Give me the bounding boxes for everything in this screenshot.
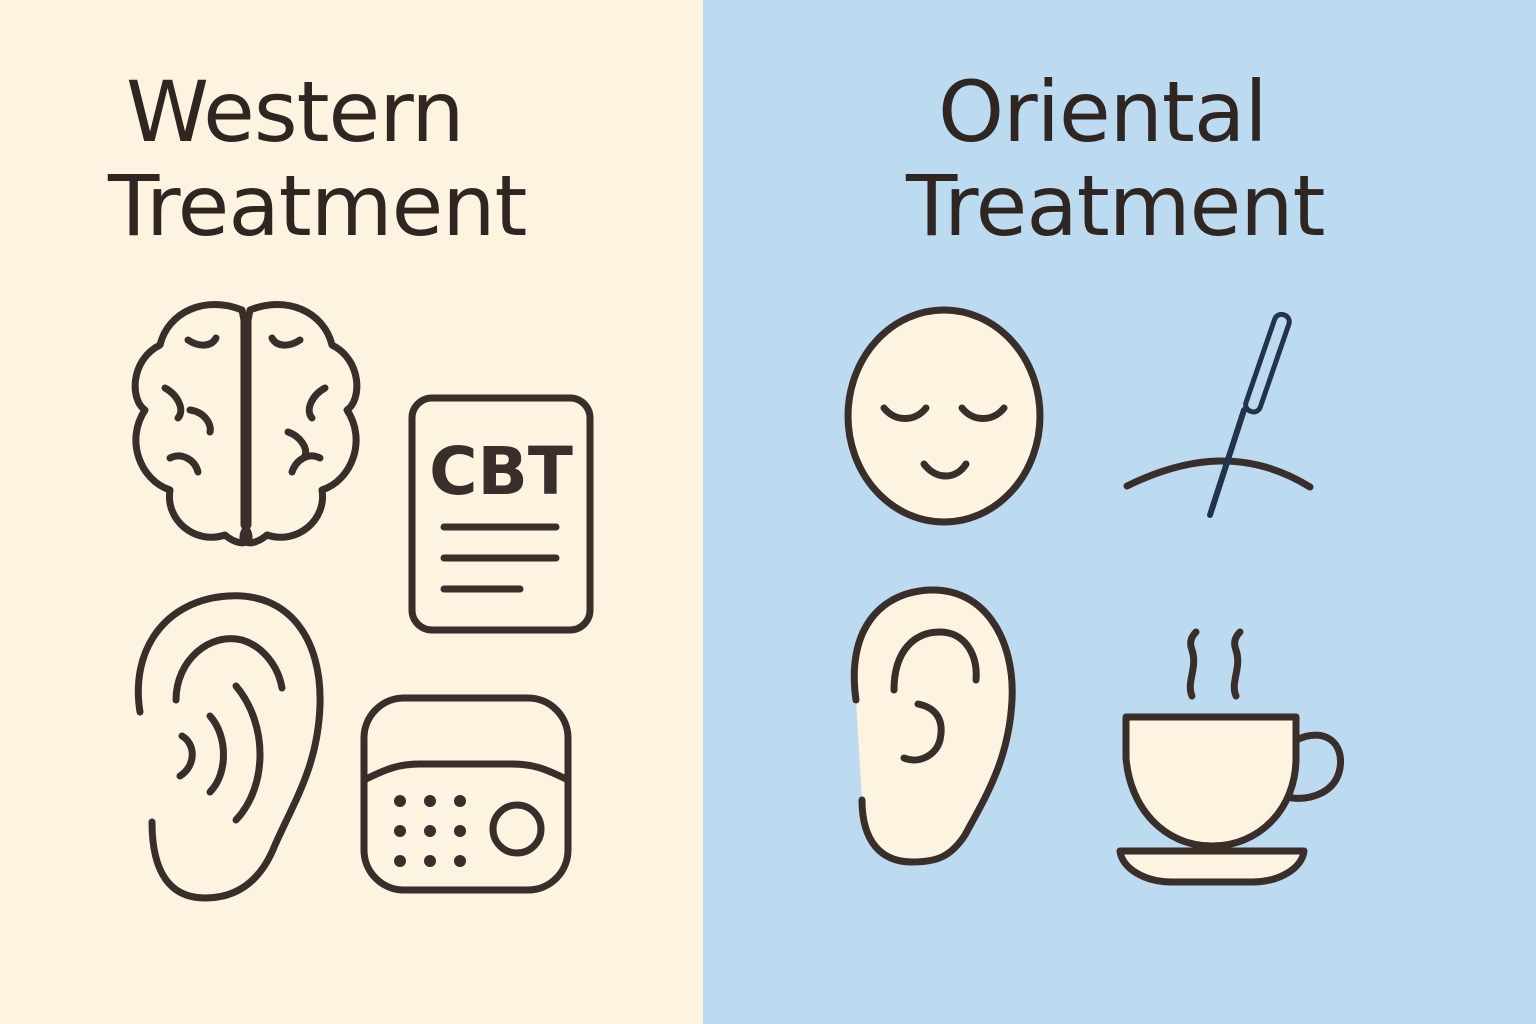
ear-sound-icon xyxy=(134,592,324,902)
tea-cup-icon xyxy=(1116,628,1345,886)
oriental-title-line1: Oriental xyxy=(938,63,1268,161)
western-title: Western Treatment xyxy=(108,63,527,255)
acupuncture-needle-icon xyxy=(1123,311,1314,518)
western-treatment-panel: Western Treatment CBT xyxy=(0,0,703,1024)
radio-speaker-dots xyxy=(394,795,466,867)
oriental-title: Oriental Treatment xyxy=(906,63,1325,255)
cbt-label: CBT xyxy=(429,433,573,510)
oriental-title-line2: Treatment xyxy=(906,157,1325,255)
western-icons: CBT xyxy=(131,301,594,902)
oriental-icons xyxy=(844,306,1345,886)
oriental-treatment-panel: Oriental Treatment xyxy=(703,0,1536,1024)
brain-icon xyxy=(131,301,361,547)
western-title-line1: Western xyxy=(126,63,465,161)
radio-knob xyxy=(489,801,545,857)
western-title-line2: Treatment xyxy=(108,157,527,255)
ear-icon xyxy=(850,586,1016,866)
radio-icon xyxy=(360,694,572,894)
cbt-document-icon: CBT xyxy=(408,394,594,634)
calm-face-icon xyxy=(844,306,1044,526)
